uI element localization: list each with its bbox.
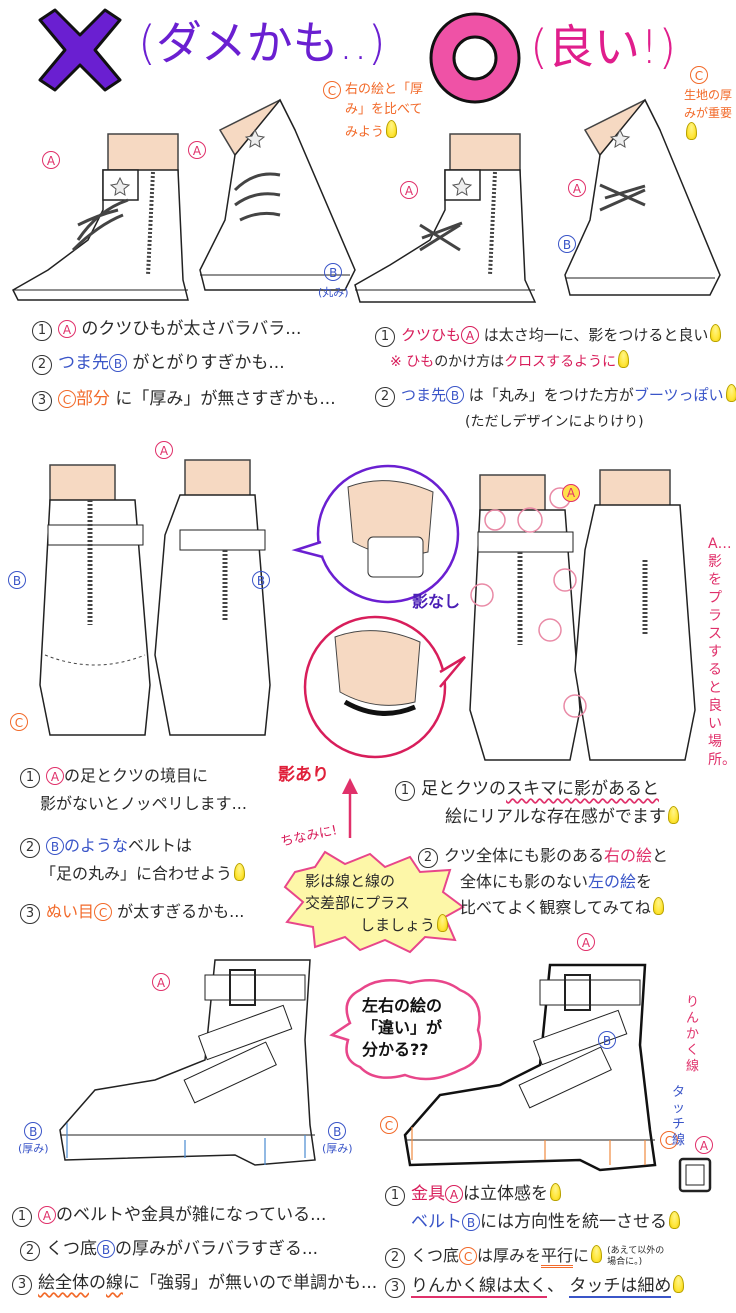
marker-c: C [690, 65, 708, 84]
with-shadow-label: 影あり [278, 765, 329, 785]
marker-b-roundness: B (丸み) [318, 262, 349, 300]
marker-a: A [155, 440, 173, 459]
s1-good-note-aside: (ただしデザインによりけり) [465, 414, 644, 430]
tip-burst [283, 850, 465, 954]
side-note-add-shadow: A…影をプラスすると良い場所。 [708, 536, 736, 768]
outline-label: りんかく線 [686, 995, 700, 1074]
good-label: (良い!) [530, 20, 677, 74]
callout-compare-thickness: 右の絵と「厚み」を比べてみよう [345, 82, 424, 140]
good-mark-circle [425, 8, 525, 108]
boots-front-view-good [469, 469, 720, 770]
marker-b-thickness-left: B(厚み) [18, 1122, 49, 1156]
boots-front-view-bad [30, 455, 280, 740]
boot-illustration-good-side [350, 130, 545, 310]
marker-a: A [400, 180, 418, 199]
marker-a: A [188, 140, 206, 159]
bad-label: (ダメかも..) [138, 16, 386, 70]
bubble-with-shadow [290, 612, 466, 762]
callout-fabric-thickness: 生地の厚みが重要 [684, 86, 734, 143]
marker-b: B [252, 570, 270, 589]
arrow-up-icon [340, 778, 360, 838]
x-mark-icon [38, 8, 122, 92]
marker-c: C [660, 1130, 678, 1149]
no-shadow-label: 影なし [412, 592, 461, 611]
buckle-detail-icon [672, 1155, 722, 1195]
bubble-no-shadow [288, 462, 463, 607]
marker-b-thickness-right: B(厚み) [322, 1122, 353, 1156]
marker-b: B [558, 234, 576, 253]
marker-a: A [152, 972, 170, 991]
touch-line-label: タッチ線 [672, 1085, 686, 1148]
bad-mark-x [30, 5, 130, 95]
question-bubble [329, 975, 490, 1085]
marker-c: C [380, 1115, 398, 1134]
buckle-boot-good [400, 963, 660, 1180]
s1-good-note-sub: ※ ひものかけ方はクロスするように [390, 350, 630, 372]
boot-illustration-good-angled [560, 80, 730, 305]
marker-a: A [695, 1135, 713, 1154]
marker-c: C [10, 712, 28, 731]
marker-a: A [568, 178, 586, 197]
by-the-way-label: ちなみに! [279, 823, 339, 850]
marker-a-highlight: A [562, 484, 580, 502]
boot-illustration-bad-angled [195, 80, 365, 300]
marker-b: B [598, 1030, 616, 1049]
marker-b: B [8, 570, 26, 589]
tip-text: 影は線と線の 交差部にプラス しましょう [305, 870, 449, 936]
question-bubble-text: 左右の絵の 「違い」が 分かる?? [362, 996, 443, 1059]
marker-c: C [323, 80, 341, 99]
buckle-boot-bad [55, 959, 325, 1175]
circle-mark-icon [429, 12, 521, 104]
marker-a: A [42, 150, 60, 169]
marker-a: A [577, 932, 595, 951]
boot-illustration-bad-side [8, 130, 189, 310]
